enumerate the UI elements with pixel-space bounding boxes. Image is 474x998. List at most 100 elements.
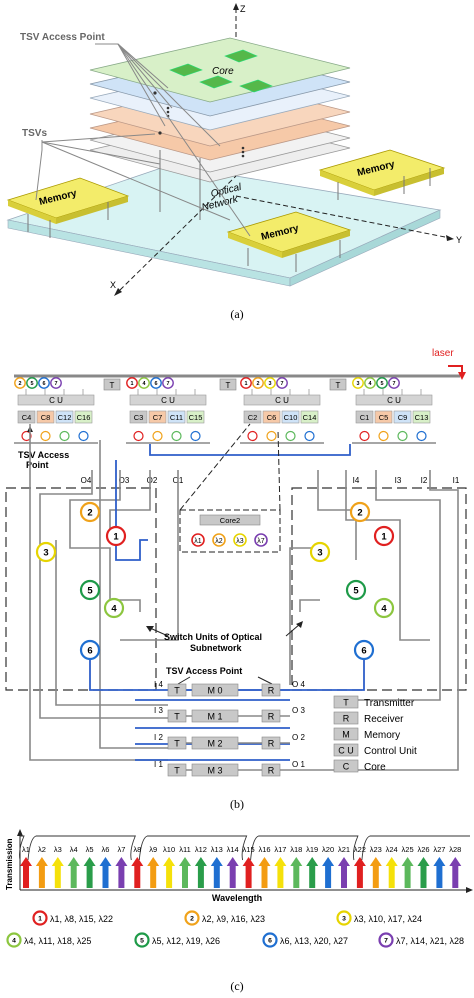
legend-key-label: C U [338,746,354,756]
core-block [300,410,319,424]
left-switch-unit-box [5,487,157,691]
core-label: C1 [360,413,370,422]
assignment-ring: 1 [32,910,48,926]
left-switch-ring-label: 1 [113,531,118,542]
lambda-arrow [179,857,191,888]
cluster-ring: 7 [276,377,288,389]
lambda-arrow [83,857,96,888]
right-switch-ring: 4 [373,597,395,619]
memory-row-block [167,736,187,750]
memory-row-out: O 2 [292,733,305,742]
cluster-ring-label: 7 [54,381,57,387]
core-block [55,410,74,424]
port-label: I3 [395,476,402,485]
axis-y-label: Y [456,235,462,245]
core-ring [21,430,32,442]
memory-row-block [191,709,239,723]
core-block [167,410,186,424]
legend-text: Receiver [364,714,404,725]
right-switch-unit-box [291,487,467,691]
right-switch-ring: 2 [349,501,371,523]
top-transmitter-block [329,378,347,391]
caption-b: (b) [230,797,244,811]
cluster-ring-label: 6 [42,381,45,387]
lambda-label: λ25 [402,845,414,854]
lambda-label: λ22 [354,845,366,854]
memory-row-in: I 4 [154,680,163,689]
core-ring [152,430,163,442]
lambda-arrow [338,857,350,888]
memory-row-block-label: T [174,739,180,749]
tsv-access-point-arrows [95,43,251,237]
memory-row-block-label: R [268,712,275,722]
assignment-ring: 3 [336,910,352,926]
control-unit-label: C U [387,396,401,405]
control-unit-label: C U [275,396,289,405]
lambda-label: λ20 [322,845,334,854]
memory-row-block [191,763,239,777]
transmission-curve [19,835,470,861]
legend-key-label: T [343,698,349,708]
lambda-arrow [242,857,255,888]
right-switch-ring-label: 1 [381,531,386,542]
core2-detail-box [179,509,281,553]
cluster-ring-label: 7 [392,381,395,387]
port-label: I1 [453,476,460,485]
assignment-ring-label: 5 [140,937,144,944]
lambda-label: λ17 [274,845,286,854]
cluster-ring-label: 3 [268,381,271,387]
core-ring [190,430,201,442]
assignment-ring-label: 7 [384,937,388,944]
assignment-ring-label: 1 [38,915,42,922]
lambda-label: λ6 [102,845,110,854]
core-label: C6 [267,413,277,422]
cluster-ring: 1 [240,377,252,389]
core-ring [78,430,89,442]
core-label: C8 [41,413,51,422]
core-ring [285,430,296,442]
memory-block-right-bottom: Memory [226,211,352,258]
core2-ring [212,533,226,547]
assignment-text: λ5, λ12, λ19, λ26 [152,936,220,946]
core-ring [40,430,51,442]
core-ring [266,430,277,442]
lambda-arrow [20,857,32,888]
left-switch-ring: 5 [79,579,101,601]
cluster-ring-label: 6 [154,381,157,387]
wavelength-label: Wavelength [212,893,262,903]
lambda-label: λ1 [22,845,30,854]
lambda-arrow [131,857,144,888]
lambda-arrow [322,857,335,888]
lambda-label: λ16 [258,845,270,854]
memory-row-block [191,736,239,750]
core-label: Core [212,66,234,77]
core-block [262,410,281,424]
legend-key [333,727,359,741]
lambda-label: λ24 [386,845,398,854]
right-switch-ring-label: 5 [353,585,358,596]
core-label: C2 [248,413,258,422]
core-block [374,410,393,424]
lambda-label: λ13 [211,845,223,854]
core2-lambda-label: λ2 [215,538,223,545]
memory-row-block-label: T [174,766,180,776]
lambda-label: λ28 [449,845,461,854]
cluster-ring: 3 [352,377,364,389]
lambda-label: λ5 [86,845,94,854]
core-label: C12 [58,413,72,422]
right-switch-ring-label: 2 [357,507,362,518]
core2-lambda-label: λ3 [236,538,244,545]
memory-row-in: I 1 [154,760,163,769]
core-block [36,410,55,424]
memory-row-in: I 2 [154,733,163,742]
lambda-label: λ23 [370,845,382,854]
cluster-ring-label: 2 [256,381,259,387]
memory-row-block-label: T [174,686,180,696]
